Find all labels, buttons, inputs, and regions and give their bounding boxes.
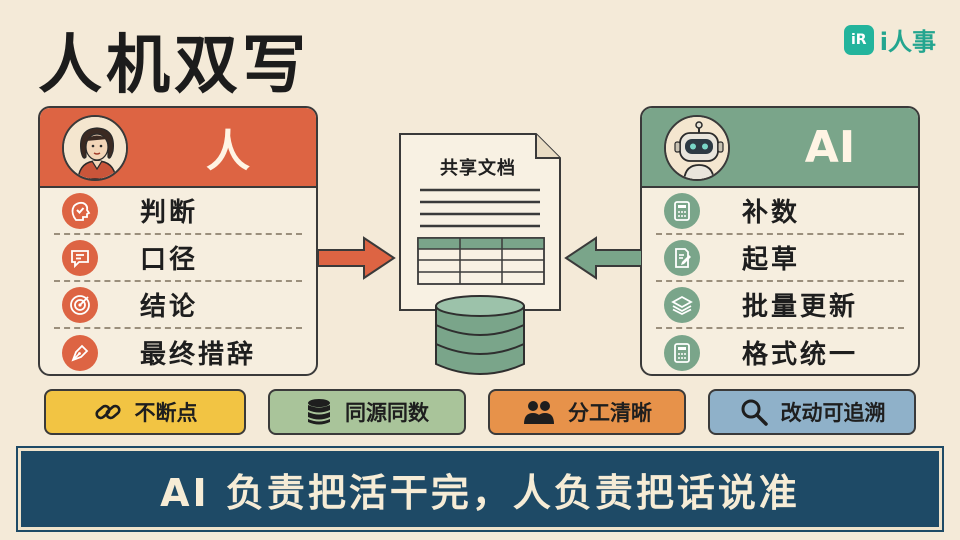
brand-logo: iR i人事 <box>843 22 936 57</box>
ai-item-label: 补数 <box>742 198 801 228</box>
feature-chip-clear-division: 分工清晰 <box>488 389 686 435</box>
feature-chip-label: 分工清晰 <box>568 401 652 425</box>
pen-nib-icon <box>62 334 98 371</box>
feature-chip-continuity: 不断点 <box>44 389 246 435</box>
edit-document-icon <box>664 239 700 276</box>
ai-item-label: 格式统一 <box>742 340 859 370</box>
ai-panel: AI 补数 起草 批量更新 格式统一 <box>640 106 920 376</box>
brand-badge-icon: iR <box>843 24 874 55</box>
shared-doc-title: 共享文档 <box>440 158 516 179</box>
users-icon <box>524 401 554 424</box>
ai-item-draft: 起草 <box>656 235 904 282</box>
ai-item-fill-data: 补数 <box>656 188 904 235</box>
ai-item-label: 起草 <box>742 245 801 275</box>
calculator-icon <box>664 334 700 371</box>
feature-chip-label: 同源同数 <box>345 401 429 425</box>
human-item-label: 最终措辞 <box>140 340 257 370</box>
human-item-final-wording: 最终措辞 <box>54 329 302 374</box>
tagline-banner: AI 负责把活干完，人负责把话说准 <box>16 446 944 532</box>
human-panel: 人 判断 口径 结论 最终措辞 <box>38 106 318 376</box>
page-title: 人机双写 <box>38 29 310 103</box>
layers-icon <box>664 286 700 323</box>
human-item-label: 判断 <box>140 198 199 228</box>
database-icon <box>308 399 330 425</box>
shared-document: 共享文档 <box>398 132 562 312</box>
brand-name: i人事 <box>879 28 936 56</box>
ai-panel-title: AI <box>804 121 856 173</box>
ai-item-batch-update: 批量更新 <box>656 282 904 329</box>
ai-panel-header: AI <box>642 108 918 188</box>
arrow-left-icon <box>564 236 642 280</box>
human-item-scope: 口径 <box>54 235 302 282</box>
human-panel-title: 人 <box>206 126 250 177</box>
ai-item-unify-format: 格式统一 <box>656 329 904 374</box>
feature-chips: 不断点 同源同数 分工清晰 改动可追溯 <box>0 389 960 439</box>
woman-avatar-icon <box>62 115 128 181</box>
human-panel-header: 人 <box>40 108 316 188</box>
human-item-conclusion: 结论 <box>54 282 302 329</box>
brain-check-icon <box>62 192 98 229</box>
calculator-icon <box>664 192 700 229</box>
arrow-right-icon <box>318 236 396 280</box>
speech-bubble-icon <box>62 239 98 276</box>
target-icon <box>62 286 98 323</box>
feature-chip-label: 不断点 <box>134 401 198 425</box>
feature-chip-label: 改动可追溯 <box>780 401 886 425</box>
document-icon <box>399 133 561 311</box>
feature-chip-traceable: 改动可追溯 <box>708 389 916 435</box>
ai-item-label: 批量更新 <box>742 292 859 322</box>
magnifier-icon <box>741 399 768 426</box>
tagline-text: AI 负责把活干完，人负责把话说准 <box>160 470 800 515</box>
human-item-judgment: 判断 <box>54 188 302 235</box>
feature-chip-same-source: 同源同数 <box>268 389 466 435</box>
database-icon <box>435 295 525 375</box>
human-item-label: 口径 <box>140 245 199 275</box>
link-icon <box>94 404 121 420</box>
robot-avatar-icon <box>664 115 730 181</box>
human-item-label: 结论 <box>140 292 199 322</box>
